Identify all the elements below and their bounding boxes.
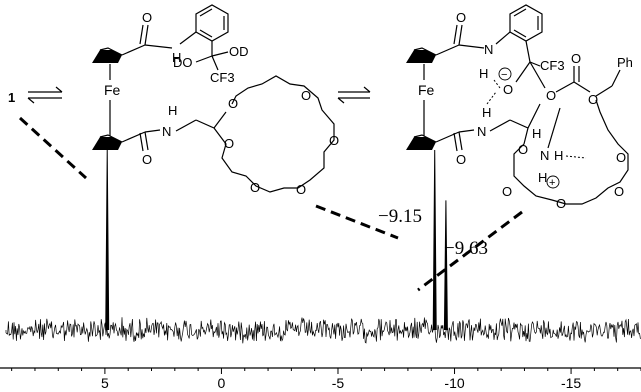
equilibrium-arrow-left (27, 86, 63, 104)
peak-label-2: −9.63 (444, 238, 488, 259)
right-ester-o: O (546, 88, 556, 103)
spectrum-peak-1 (105, 149, 110, 331)
spectrum-peak-2 (432, 149, 437, 331)
left-cf3-label: CF3 (210, 70, 235, 85)
dashed-line-compound (18, 116, 88, 180)
left-nh-bottom-h: H (168, 103, 177, 118)
left-amide-o-top: O (142, 10, 152, 25)
right-benzene (509, 4, 543, 42)
left-crown-o5: O (250, 180, 260, 195)
right-ph-label: Ph (617, 55, 633, 70)
right-minus-charge: − (501, 69, 507, 81)
right-minus-circle (498, 67, 512, 81)
left-fe-label: Fe (104, 82, 121, 98)
left-cp-bottom (92, 137, 122, 150)
right-cp-top (406, 50, 436, 63)
left-crown-o6: O (224, 136, 234, 151)
left-amide-o-bottom: O (142, 152, 152, 167)
peak-label-1: −9.15 (378, 206, 422, 227)
right-amide-o-top: O (456, 10, 466, 25)
left-od-label: OD (229, 44, 249, 59)
left-crown-o4: O (296, 182, 306, 197)
right-crown-o4: O (614, 184, 624, 199)
dashed-line-complex (417, 210, 523, 292)
right-ammonium-n: N (540, 148, 549, 163)
right-amide-o-bottom: O (456, 152, 466, 167)
left-do-label: DO (173, 55, 193, 70)
x-tick-label: -15 (561, 375, 581, 391)
x-tick-label: 0 (218, 375, 226, 391)
left-structure: Fe O H OD DO CF3 O H N (92, 4, 339, 197)
left-crown-o3: O (329, 133, 339, 148)
right-cp-bottom (406, 137, 436, 150)
right-crown-ether (513, 99, 629, 205)
right-crown-o1: O (518, 142, 528, 157)
x-tick-label: -5 (332, 375, 345, 391)
nmr-spectrum (5, 149, 641, 344)
compound-number: 1 (8, 90, 15, 105)
right-crown-o3: O (556, 196, 566, 211)
right-carboxyl-o: O (588, 92, 598, 107)
spectrum-peak-3 (443, 200, 448, 331)
right-crown-o5: O (616, 150, 626, 165)
left-benzene (195, 4, 229, 42)
x-axis: 5 0 -5 -10 -15 (0, 367, 641, 391)
right-ammonium-h2: H (554, 148, 563, 163)
left-crown-o1: O (228, 96, 238, 111)
right-alkoxide-o: O (503, 82, 513, 97)
dashed-line-free (315, 204, 399, 240)
right-structure: Fe O N H CF3 − O O O O (406, 4, 633, 211)
right-nh-bottom-h: H (482, 105, 491, 120)
right-crown-o2: O (502, 184, 512, 199)
right-carbonyl-o: O (571, 51, 581, 66)
left-cp-top (92, 50, 122, 63)
right-n-bottom: N (477, 124, 486, 139)
right-nh-top-h: H (479, 66, 488, 81)
equilibrium-arrow-right (337, 86, 371, 104)
x-tick-label: -10 (444, 375, 464, 391)
right-fe-label: Fe (418, 82, 435, 98)
left-n-bottom: N (162, 124, 171, 139)
right-plus-charge: + (549, 177, 555, 189)
left-crown-ether (213, 75, 335, 193)
right-nh-top-n: N (484, 42, 493, 57)
right-ammonium-h3: H (538, 170, 547, 185)
right-plus-circle (546, 175, 560, 189)
spectrum-baseline-noise (5, 317, 641, 344)
right-cf3-label: CF3 (540, 58, 565, 73)
right-ammonium-h1: H (532, 126, 541, 141)
x-tick-label: 5 (101, 375, 109, 391)
left-nh-top: H (172, 50, 181, 65)
left-crown-o2: O (301, 88, 311, 103)
